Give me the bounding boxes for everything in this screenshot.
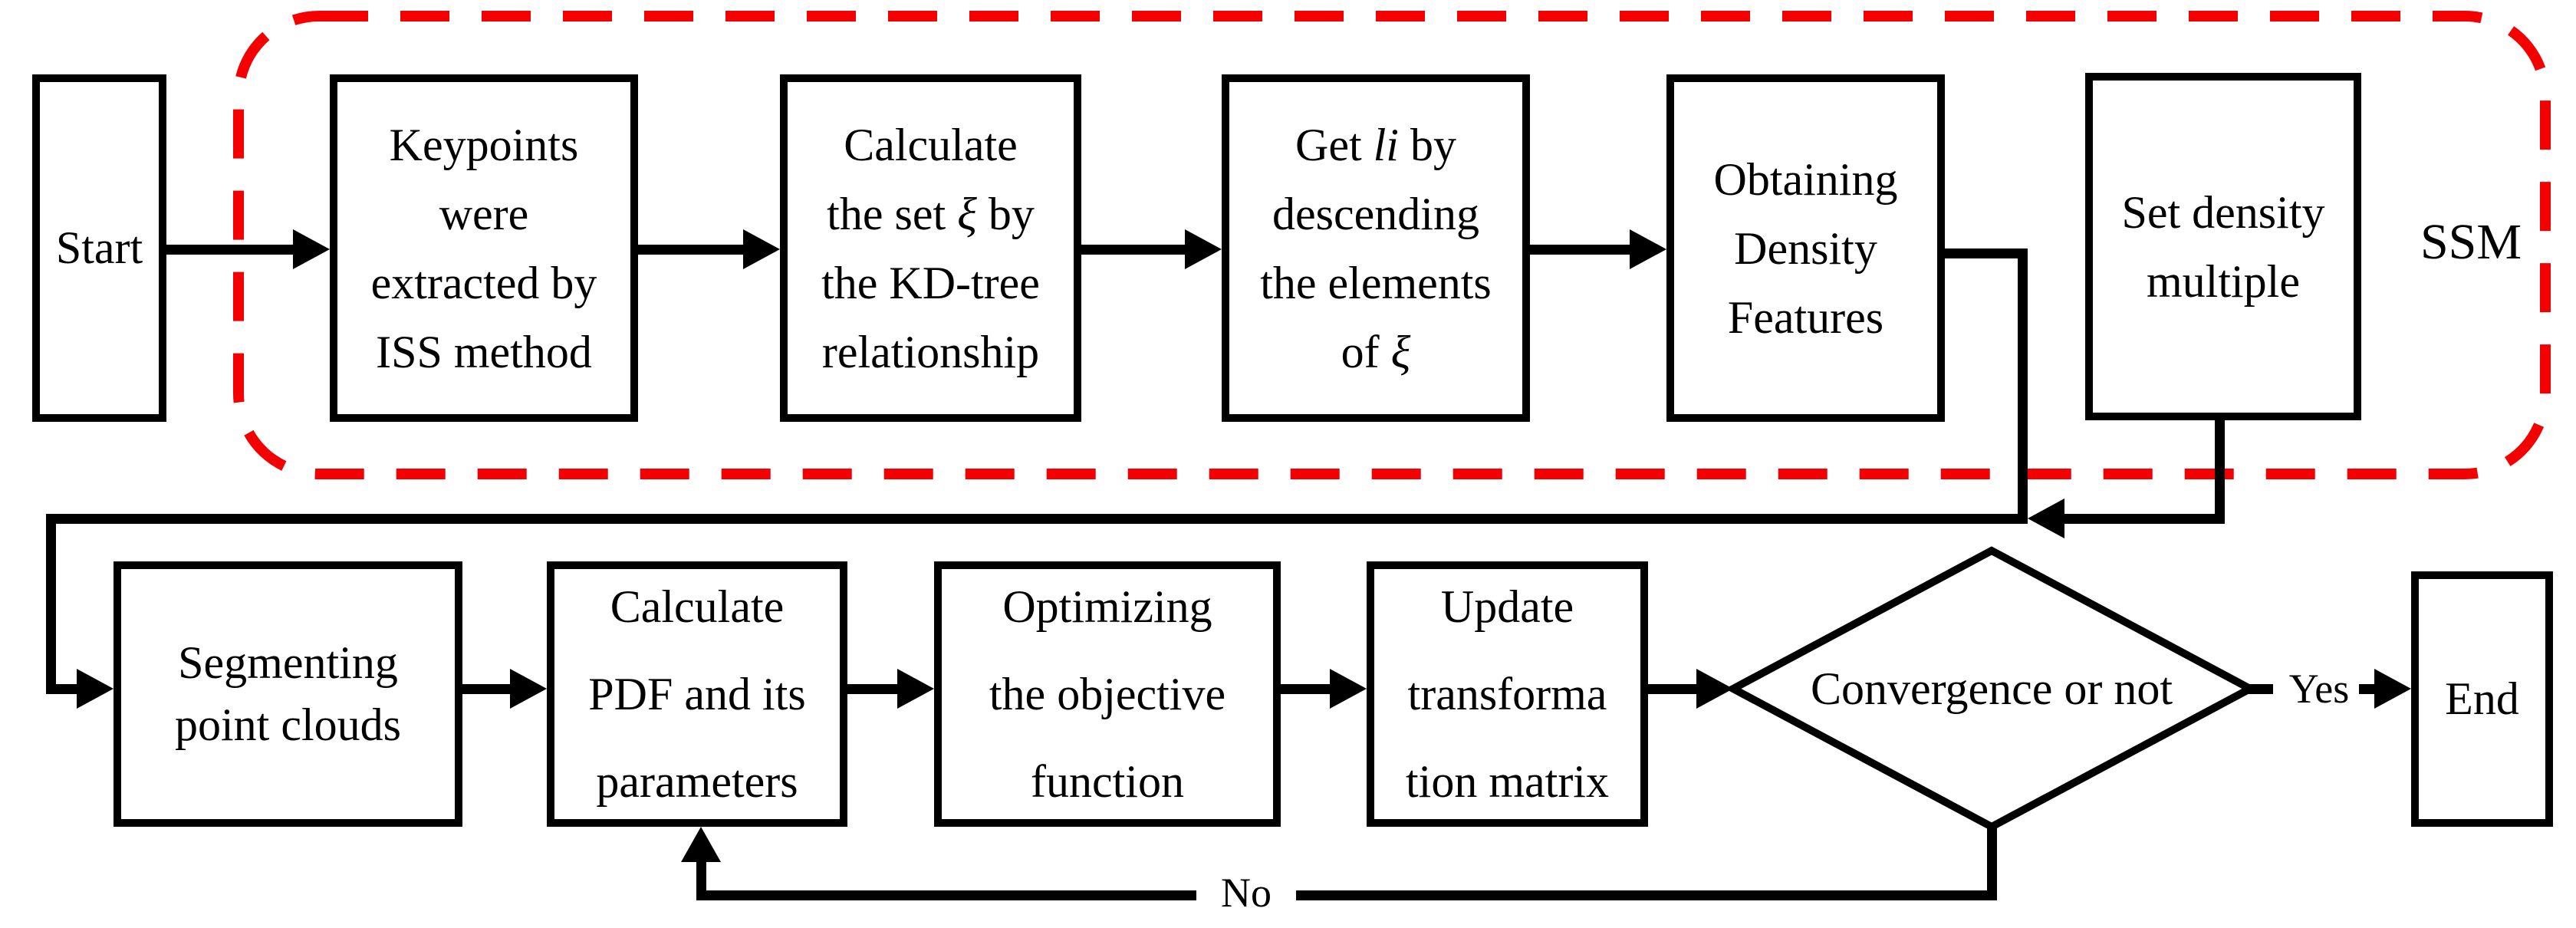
connector-optimizing-update [1281, 684, 1333, 694]
arrowhead-setdensity-merge [2028, 499, 2064, 538]
connector-into-segmenting [46, 684, 83, 694]
connector-obtaining-elbow-h [1945, 248, 2028, 258]
connector-start-keypoints [166, 245, 296, 255]
connector-row-transfer-h [46, 514, 2028, 524]
connector-segmenting-calcpdf [462, 684, 513, 694]
arrowhead-yes-end [2374, 669, 2411, 709]
connector-calcset-getli [1081, 245, 1188, 255]
yes-branch-label: Yes [2288, 666, 2350, 712]
connector-calcpdf-optimizing [847, 684, 900, 694]
connector-no-left [701, 890, 1196, 900]
connector-obtaining-elbow-v [2018, 248, 2028, 524]
no-branch-label: No [1221, 870, 1272, 916]
connector-update-diamond [1648, 684, 1699, 694]
arrowhead-segmenting-calcpdf [510, 669, 547, 709]
arrowhead-no-calcpdf [681, 827, 721, 862]
connector-no-up [696, 859, 706, 900]
connector-diamond-no-drop [1987, 827, 1997, 900]
arrowhead-calcpdf-optimizing [897, 669, 934, 709]
arrowhead-into-segmenting [77, 669, 114, 709]
node-convergence-decision-label: Convergence or not [1810, 663, 2173, 714]
connector-no-right [1296, 890, 1996, 900]
node-start: Start [32, 74, 166, 422]
connector-setdensity-drop [2215, 420, 2225, 524]
ssm-dashed-region [233, 11, 2551, 479]
arrowhead-optimizing-update [1330, 669, 1367, 709]
ssm-region-label: SSM [2420, 214, 2522, 270]
arrowhead-keypoints-calcset [743, 229, 780, 269]
arrowhead-start-keypoints [293, 229, 330, 269]
connector-setdensity-merge [2064, 514, 2225, 524]
connector-keypoints-calcset [638, 245, 746, 255]
node-end: End [2411, 571, 2553, 827]
arrowhead-getli-obtaining [1630, 229, 1666, 269]
connector-diamond-yes-stub [2248, 684, 2273, 694]
arrowhead-update-diamond [1696, 669, 1733, 709]
arrowhead-calcset-getli [1185, 229, 1222, 269]
connector-row-transfer-v [46, 514, 56, 693]
connector-yes-end [2359, 684, 2378, 694]
connector-getli-obtaining [1530, 245, 1633, 255]
